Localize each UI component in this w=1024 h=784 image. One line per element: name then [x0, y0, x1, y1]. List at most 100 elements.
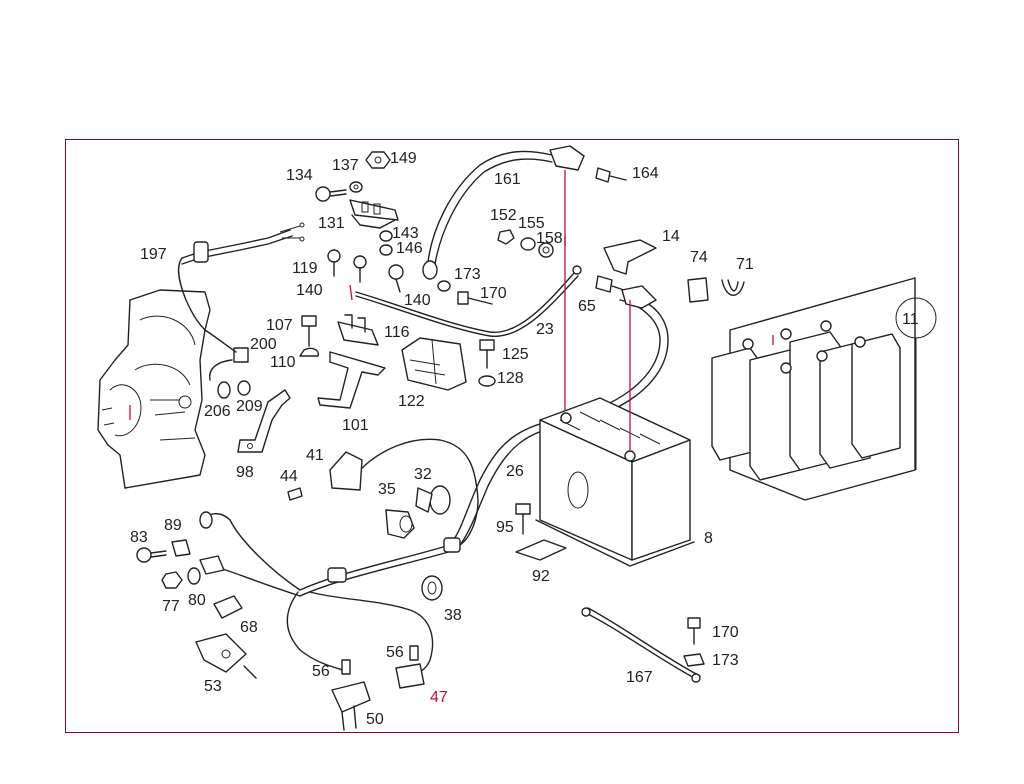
cable-197: [177, 222, 305, 331]
screw-134: [315, 186, 347, 202]
label-137: 137: [332, 157, 359, 174]
label-161: 161: [494, 171, 521, 188]
label-38: 38: [444, 607, 462, 624]
label-143: 143: [392, 225, 419, 242]
screw-107: [301, 315, 317, 347]
label-167: 167: [626, 669, 653, 686]
label-209: 209: [236, 398, 263, 415]
cable-161: [422, 145, 585, 280]
grommet-38: [421, 575, 443, 601]
fuse-holder-116: [337, 314, 379, 346]
label-35: 35: [378, 481, 396, 498]
label-14: 14: [662, 228, 680, 245]
clamp-65: [595, 275, 625, 293]
label-83: 83: [130, 529, 148, 546]
label-56a: 56: [312, 663, 330, 680]
label-164: 164: [632, 165, 659, 182]
label-23: 23: [536, 321, 554, 338]
label-170b: 170: [712, 624, 739, 641]
label-140b: 140: [404, 292, 431, 309]
plate-89: [171, 539, 191, 557]
label-119: 119: [292, 260, 318, 277]
connector-68: [213, 595, 243, 619]
label-8: 8: [704, 530, 713, 547]
bolt-170-nut-173: [683, 617, 705, 667]
label-47: 47: [430, 689, 448, 706]
clip-41: [329, 451, 363, 491]
clips-74-71: [687, 277, 745, 303]
label-134: 134: [286, 167, 313, 184]
bracket-101: [317, 351, 386, 409]
label-173b: 173: [712, 652, 739, 669]
label-158: 158: [536, 230, 563, 247]
label-122: 122: [398, 393, 425, 410]
label-95: 95: [496, 519, 514, 536]
bolt-164: [595, 167, 627, 183]
sensor-200: [204, 329, 249, 381]
bracket-98: [237, 389, 291, 453]
nut-149: [365, 151, 391, 169]
nut-77-80: [161, 567, 201, 589]
label-101: 101: [342, 417, 369, 434]
bracket-14: [603, 239, 657, 275]
fuse-block-122: [401, 337, 467, 391]
label-146: 146: [396, 240, 423, 257]
label-152: 152: [490, 207, 517, 224]
label-110: 110: [270, 354, 296, 371]
label-140a: 140: [296, 282, 323, 299]
sensor-32: [415, 485, 451, 515]
label-116: 116: [384, 324, 410, 341]
label-149: 149: [390, 150, 417, 167]
label-98: 98: [236, 464, 254, 481]
sensor-35: [385, 509, 415, 539]
relay-131: [349, 199, 399, 229]
clip-110: [299, 347, 319, 357]
label-107: 107: [266, 317, 293, 334]
bolts-170-173: [437, 280, 493, 305]
label-92: 92: [532, 568, 550, 585]
nut-143-146: [379, 230, 393, 256]
plate-92: [515, 539, 567, 561]
diagram-frame: [65, 139, 959, 733]
washers-206-209: [217, 380, 251, 399]
label-53: 53: [204, 678, 222, 695]
label-89: 89: [164, 517, 182, 534]
lower-harness: [199, 438, 479, 677]
engine-block-drawing: [97, 289, 211, 489]
screw-95: [515, 503, 531, 535]
part-labels: 11 134 137 149 161 164 131 143 146 152 1…: [130, 150, 919, 728]
bolt-83: [136, 547, 167, 563]
label-77: 77: [162, 598, 180, 615]
label-44: 44: [280, 468, 298, 485]
label-125: 125: [502, 346, 529, 363]
label-41: 41: [306, 447, 324, 464]
washer-137: [349, 181, 363, 193]
label-71: 71: [736, 256, 754, 273]
battery-8: [535, 397, 695, 567]
label-170a: 170: [480, 285, 507, 302]
small-parts-152-158: [497, 229, 554, 258]
label-68: 68: [240, 619, 258, 636]
connector-53: [195, 633, 257, 679]
label-206: 206: [204, 403, 231, 420]
label-131: 131: [318, 215, 345, 232]
label-26: 26: [506, 463, 524, 480]
label-74: 74: [690, 249, 708, 266]
cable-23: [355, 265, 582, 337]
label-65: 65: [578, 298, 596, 315]
label-11: 11: [902, 311, 919, 328]
label-155: 155: [518, 215, 545, 232]
plug-44: [287, 487, 303, 501]
label-197: 197: [140, 246, 167, 263]
label-128: 128: [497, 370, 524, 387]
ground-strap-167: [581, 607, 701, 683]
screw-125-washer-128: [478, 339, 496, 387]
screws-119-140: [327, 249, 404, 293]
battery-cells-11: [711, 277, 937, 501]
leader-lines: [129, 170, 774, 450]
label-173a: 173: [454, 266, 481, 283]
label-32: 32: [414, 466, 432, 483]
label-50: 50: [366, 711, 384, 728]
label-200: 200: [250, 336, 277, 353]
label-56b: 56: [386, 644, 404, 661]
